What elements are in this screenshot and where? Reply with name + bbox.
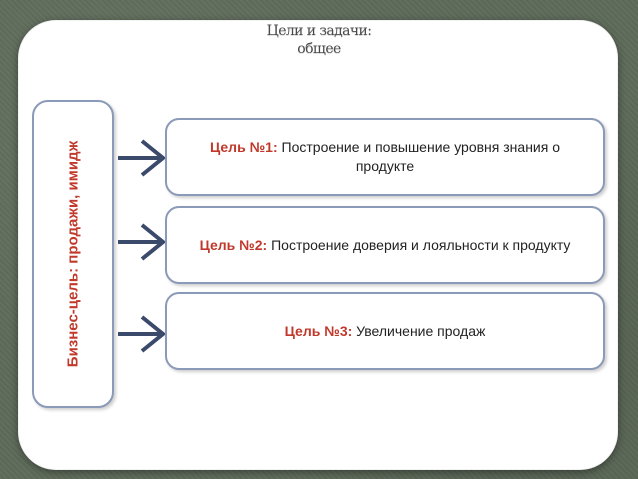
goal-2-label: Цель №2: [199,236,268,253]
goal-1-description: Построение и повышение уровня знания о п… [277,139,560,174]
goal-2-description: Построение доверия и лояльности к продук… [267,236,571,253]
goal-1-text: Цель №1: Построение и повышение уровня з… [185,138,585,176]
slide-title: Цели и задачи: общее [0,22,638,58]
goal-2-text: Цель №2: Построение доверия и лояльности… [200,236,571,255]
goal-3-label: Цель №3: [284,322,353,339]
business-goal-box [32,100,114,408]
title-line-1: Цели и задачи: [266,23,372,39]
goal-box-3: Цель №3: Увеличение продаж [165,292,605,370]
arrow-to-goal-1 [118,139,167,177]
arrow-to-goal-3 [118,315,167,353]
goal-3-description: Увеличение продаж [352,322,486,339]
goal-3-text: Цель №3: Увеличение продаж [285,322,486,341]
title-line-2: общее [297,41,341,57]
arrow-to-goal-2 [118,223,167,261]
goal-1-label: Цель №1: [210,139,278,155]
goal-box-1: Цель №1: Построение и повышение уровня з… [165,118,605,196]
goal-box-2: Цель №2: Построение доверия и лояльности… [165,206,605,284]
business-goal-label: Бизнес-цель: продажи, имидж [64,140,82,368]
